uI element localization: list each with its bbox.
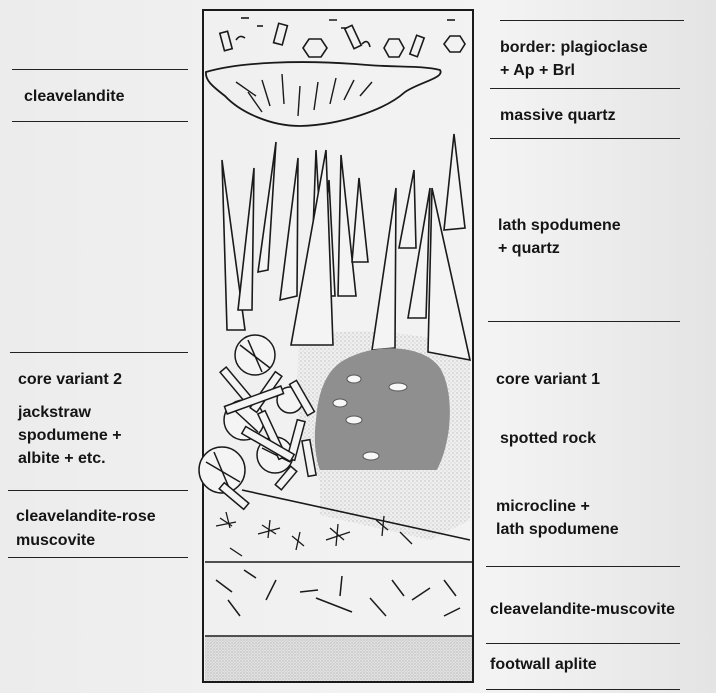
microcline-zone [320, 470, 470, 540]
cleavelandite-lens [206, 62, 441, 126]
lath-spodumene-wedges [222, 134, 470, 360]
footwall-aplite-band [205, 637, 472, 681]
cleavelandite-blades [236, 74, 372, 116]
cleavelandite-muscovite-dashes [216, 570, 460, 616]
border-zone-crystals [220, 18, 465, 57]
